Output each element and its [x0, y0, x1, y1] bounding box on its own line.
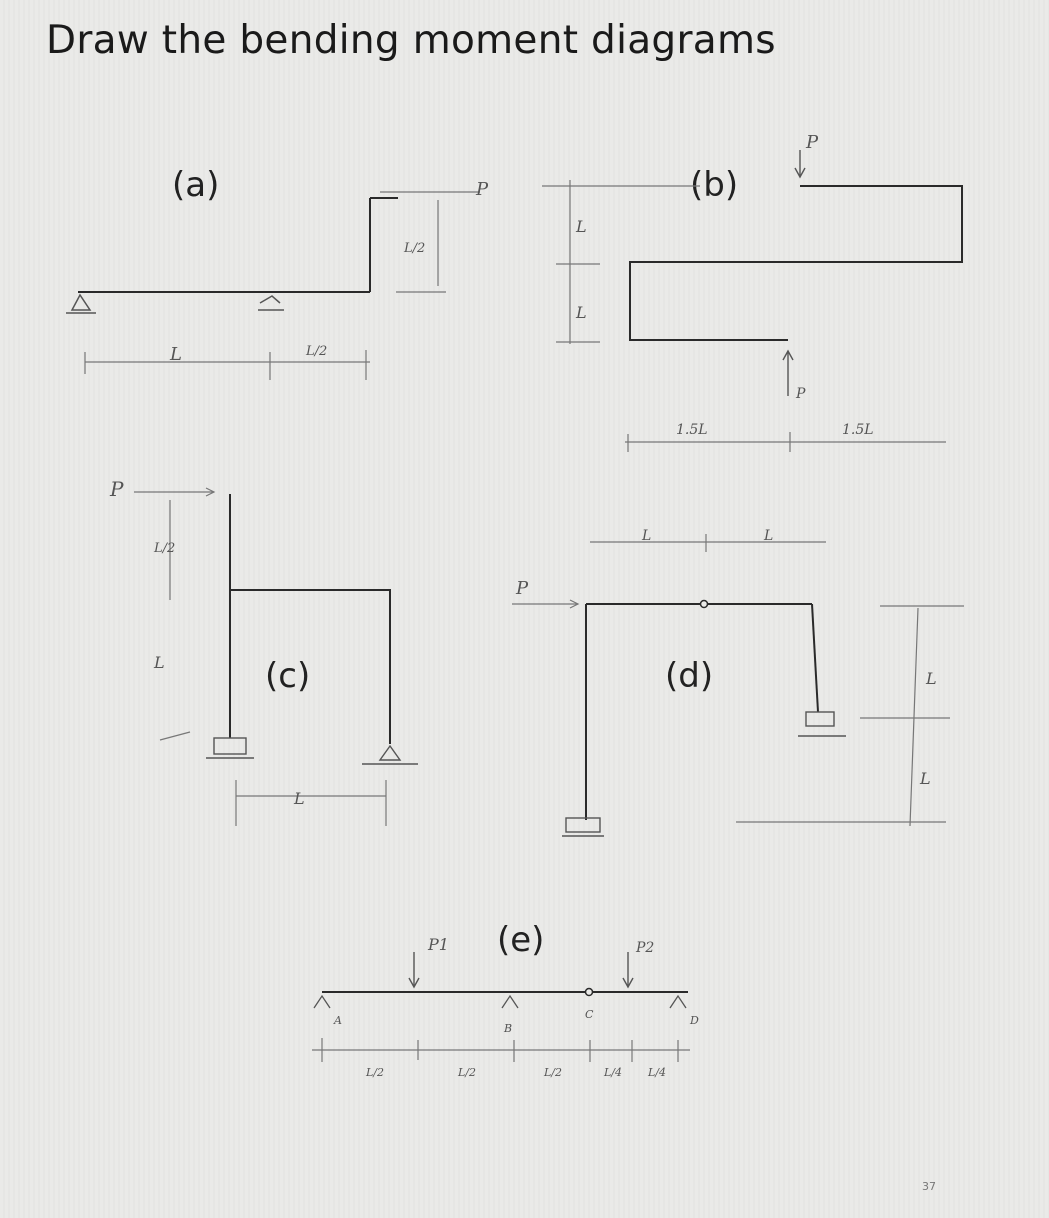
frame-b-loads — [782, 150, 806, 396]
frame-a — [78, 197, 398, 293]
beam-e-hinge — [584, 987, 594, 997]
beam-e-support-a-label: A — [333, 1014, 342, 1027]
frame-d-dimensions — [512, 534, 964, 827]
frame-d-hinge — [699, 599, 709, 609]
frame-a-load-label: P — [475, 179, 489, 200]
frame-c-beam-right-column — [230, 589, 391, 744]
beam-e-load-2-label: P2 — [635, 940, 654, 956]
frame-a-support — [66, 293, 284, 314]
panel-label-b: (b) — [690, 165, 739, 205]
page-number: 37 — [922, 1180, 936, 1193]
frame-d-span-1-label: L — [641, 528, 651, 544]
beam-e-hinge-c-label: C — [585, 1008, 594, 1021]
frame-b-height-1-label: L — [575, 217, 587, 236]
frame-a-span-label: L — [169, 344, 182, 365]
frame-c-span-label: L — [293, 789, 305, 808]
beam-e-supports — [313, 994, 687, 1009]
beam-e-seg-1-label: L/2 — [365, 1066, 384, 1079]
frame-d-span-2-label: L — [763, 528, 773, 544]
panel-label-c: (c) — [265, 656, 311, 696]
frame-d-height-1-label: L — [925, 669, 937, 688]
page-title: Draw the bending moment diagrams — [46, 18, 776, 63]
frame-b-span-right-label: 1.5L — [842, 422, 874, 438]
frame-b-span-left-label: 1.5L — [676, 422, 708, 438]
frame-d-load-label: P — [515, 578, 529, 599]
panel-label-a: (a) — [172, 165, 220, 205]
beam-e-seg-5-label: L/4 — [647, 1066, 666, 1079]
frame-a-height-label: L/2 — [403, 241, 425, 256]
frame-d-supports — [562, 711, 846, 837]
panel-label-d: (d) — [665, 656, 714, 696]
frame-b-height-2-label: L — [575, 303, 587, 322]
frame-c-height-top-label: L/2 — [153, 541, 175, 556]
frame-b-dimensions — [542, 180, 946, 452]
frame-c-load-label: P — [109, 477, 124, 501]
frame-c — [229, 494, 391, 744]
panel-label-e: (e) — [497, 920, 545, 960]
beam-e-seg-4-label: L/4 — [603, 1066, 622, 1079]
beam-e-seg-3-label: L/2 — [543, 1066, 562, 1079]
frame-b-member — [629, 185, 963, 341]
beam-e-loads — [408, 952, 634, 989]
beam-e-load-1-label: P1 — [427, 935, 449, 954]
beam-e-support-b-label: B — [503, 1022, 512, 1035]
frame-d — [585, 603, 819, 820]
frame-b — [629, 185, 963, 341]
frame-b-load-bottom-label: P — [795, 386, 806, 402]
beam-e-support-d-label: D — [689, 1014, 699, 1027]
frame-d-right-column — [811, 603, 819, 713]
frame-a-half-span-label: L/2 — [305, 344, 327, 359]
frame-c-height-label: L — [153, 653, 165, 672]
beam-e-seg-2-label: L/2 — [457, 1066, 476, 1079]
frame-b-load-top-label: P — [805, 132, 819, 153]
frame-c-dimensions — [134, 487, 387, 826]
frame-a-dimensions — [84, 191, 480, 380]
beam-e-dimensions — [312, 1038, 690, 1062]
frame-d-height-2-label: L — [919, 769, 931, 788]
frame-c-supports — [206, 737, 418, 765]
